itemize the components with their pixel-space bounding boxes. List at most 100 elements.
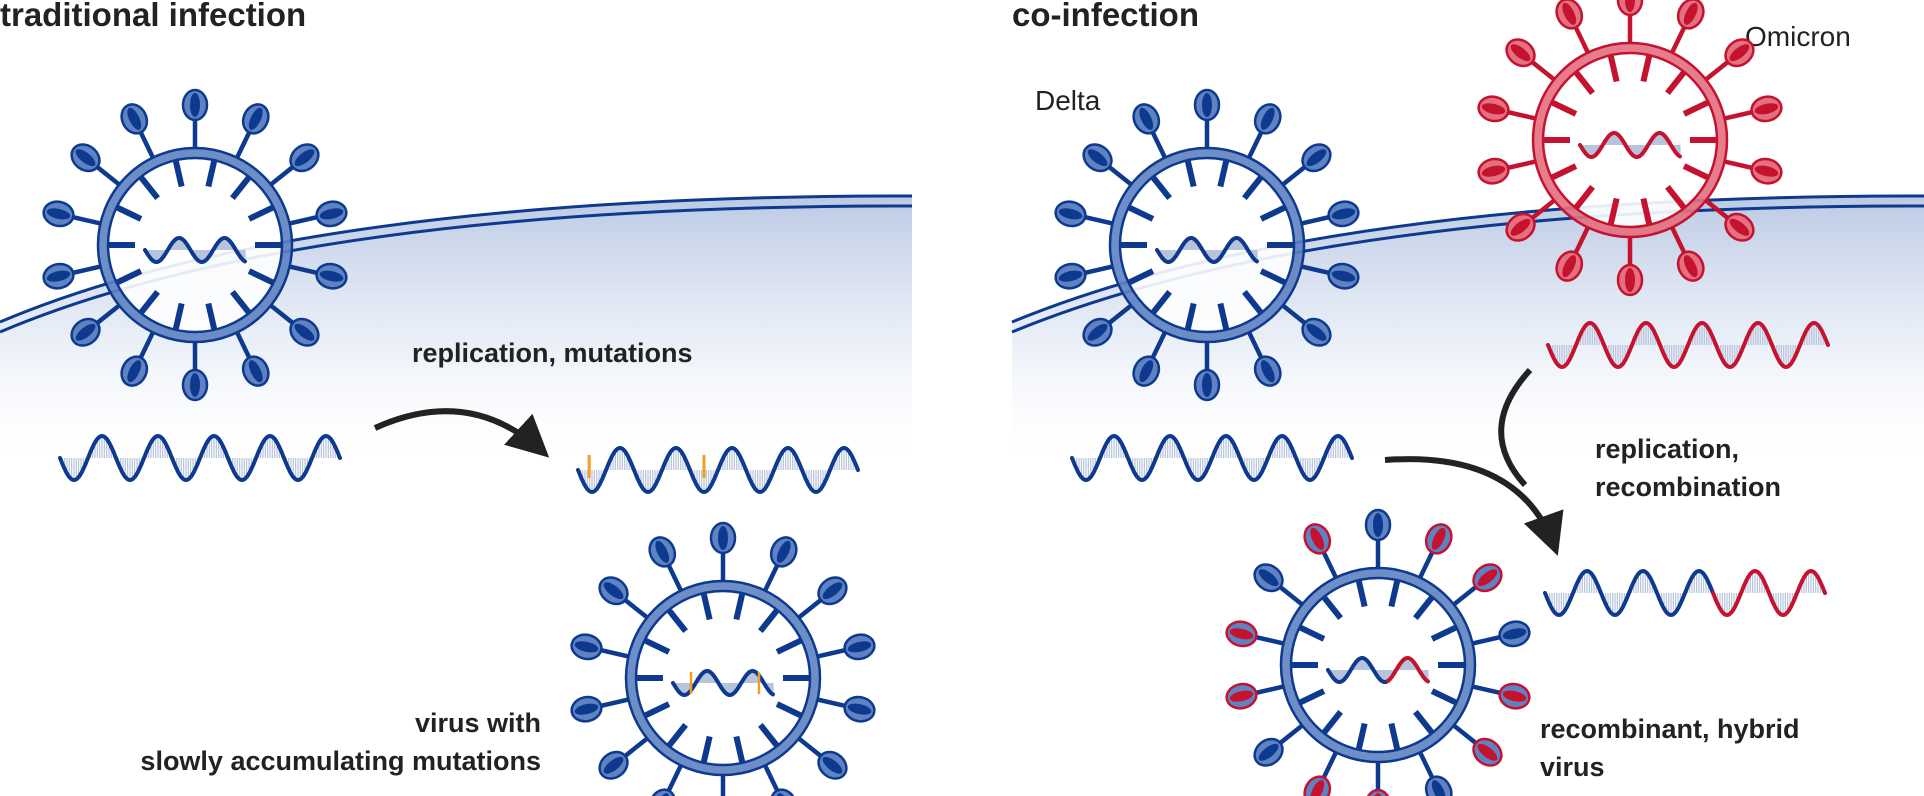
spike-protein-icon xyxy=(1300,262,1360,290)
panel-title: co-infection xyxy=(1012,0,1199,33)
membrane-protein-icon xyxy=(1355,722,1368,750)
membrane-protein-icon xyxy=(1551,99,1578,117)
spike-protein-icon xyxy=(1246,103,1282,160)
spike-protein-icon xyxy=(1471,682,1531,710)
viral-envelope-inner xyxy=(106,156,284,334)
spike-protein-icon xyxy=(70,143,122,187)
spike-protein-icon xyxy=(762,763,798,796)
replication-arrow-icon xyxy=(373,408,550,458)
rna-strand xyxy=(58,433,342,483)
spike-protein-icon xyxy=(234,103,270,160)
spike-protein-icon xyxy=(1132,330,1168,387)
viral-rna-original xyxy=(58,433,342,483)
viral-genome xyxy=(143,236,247,264)
rna-strand xyxy=(1543,568,1715,618)
spike-protein-icon xyxy=(1451,563,1503,607)
membrane-protein-icon xyxy=(1184,302,1197,330)
spike-protein-icon xyxy=(1703,38,1755,82)
spike-protein-icon xyxy=(288,262,348,290)
viral-envelope xyxy=(1110,148,1304,342)
membrane-protein-icon xyxy=(1322,595,1343,620)
spike-protein-icon xyxy=(709,521,737,582)
delta-rna xyxy=(1070,433,1354,483)
rna-strand xyxy=(1711,568,1827,618)
spike-protein-icon xyxy=(1280,303,1332,347)
delta-virus xyxy=(1054,88,1360,402)
rna-strand xyxy=(1070,433,1354,483)
membrane-protein-icon xyxy=(644,637,671,655)
spike-protein-icon xyxy=(1477,157,1537,185)
membrane-protein-icon xyxy=(1259,204,1286,222)
spike-protein-icon xyxy=(816,633,876,661)
spike-protein-icon xyxy=(1505,38,1557,82)
rna-strand xyxy=(1386,656,1430,684)
membrane-protein-icon xyxy=(1574,70,1595,95)
membrane-protein-icon xyxy=(1355,580,1368,608)
membrane-protein-icon xyxy=(1574,185,1595,210)
replication-mutations-label: replication, mutations xyxy=(412,338,693,368)
membrane-protein-icon xyxy=(1299,624,1326,642)
rna-strand xyxy=(1578,131,1682,159)
rna-strand xyxy=(576,445,860,495)
membrane-protein-icon xyxy=(700,593,713,621)
membrane-protein-icon xyxy=(247,204,274,222)
viral-envelope-inner xyxy=(1541,51,1719,229)
membrane-protein-icon xyxy=(1682,163,1709,181)
membrane-protein-icon xyxy=(172,302,185,330)
spike-protein-icon xyxy=(1132,103,1168,160)
delta-label: Delta xyxy=(1035,85,1101,116)
spike-protein-icon xyxy=(1364,508,1392,569)
spike-protein-icon xyxy=(1417,750,1453,796)
spike-protein-icon xyxy=(181,341,209,402)
membrane-protein-icon xyxy=(1242,290,1263,315)
spike-protein-icon xyxy=(1555,0,1591,55)
spike-protein-icon xyxy=(648,536,684,593)
spike-protein-icon xyxy=(268,143,320,187)
membrane-protein-icon xyxy=(775,701,802,719)
spike-protein-icon xyxy=(234,330,270,387)
spike-protein-icon xyxy=(720,774,726,796)
membrane-protein-icon xyxy=(1128,268,1155,286)
result-label-line2: slowly accumulating mutations xyxy=(140,746,541,776)
rna-strand xyxy=(1155,236,1259,264)
membrane-protein-icon xyxy=(1640,197,1653,225)
spike-protein-icon xyxy=(1723,95,1783,123)
spike-protein-icon xyxy=(570,695,630,723)
membrane-protein-icon xyxy=(644,701,671,719)
spike-protein-icon xyxy=(1451,723,1503,767)
mutated-virus xyxy=(570,521,876,796)
membrane-protein-icon xyxy=(1151,290,1172,315)
result-label-line1: virus with xyxy=(415,708,541,738)
spike-protein-icon xyxy=(1280,143,1332,187)
replication-recombination-label-line1: replication, xyxy=(1595,434,1739,464)
spike-protein-icon xyxy=(1225,620,1285,648)
spike-protein-icon xyxy=(70,303,122,347)
rna-strand xyxy=(671,669,775,697)
membrane-protein-icon xyxy=(1299,688,1326,706)
membrane-protein-icon xyxy=(1413,710,1434,735)
membrane-protein-icon xyxy=(1665,70,1686,95)
membrane-protein-icon xyxy=(1607,197,1620,225)
membrane-protein-icon xyxy=(247,268,274,286)
spike-protein-icon xyxy=(1471,620,1531,648)
panel-traditional: traditional infection replication, mutat… xyxy=(0,0,913,796)
membrane-protein-icon xyxy=(205,302,218,330)
hybrid-label-line2: virus xyxy=(1540,752,1605,782)
membrane-protein-icon xyxy=(700,735,713,763)
spike-protein-icon xyxy=(816,695,876,723)
spike-protein-icon xyxy=(796,736,848,780)
membrane-protein-icon xyxy=(205,160,218,188)
spike-protein-icon xyxy=(42,262,102,290)
spike-protein-icon xyxy=(1246,330,1282,387)
spike-protein-icon xyxy=(1669,0,1705,55)
membrane-protein-icon xyxy=(758,608,779,633)
panel-title: traditional infection xyxy=(0,0,306,33)
viral-envelope-outer xyxy=(1279,566,1477,764)
membrane-protein-icon xyxy=(230,290,251,315)
viral-envelope xyxy=(1533,43,1727,237)
recombinant-rna xyxy=(1543,568,1827,618)
membrane-protein-icon xyxy=(758,723,779,748)
spike-protein-icon xyxy=(1193,88,1221,149)
spike-protein-icon xyxy=(288,200,348,228)
